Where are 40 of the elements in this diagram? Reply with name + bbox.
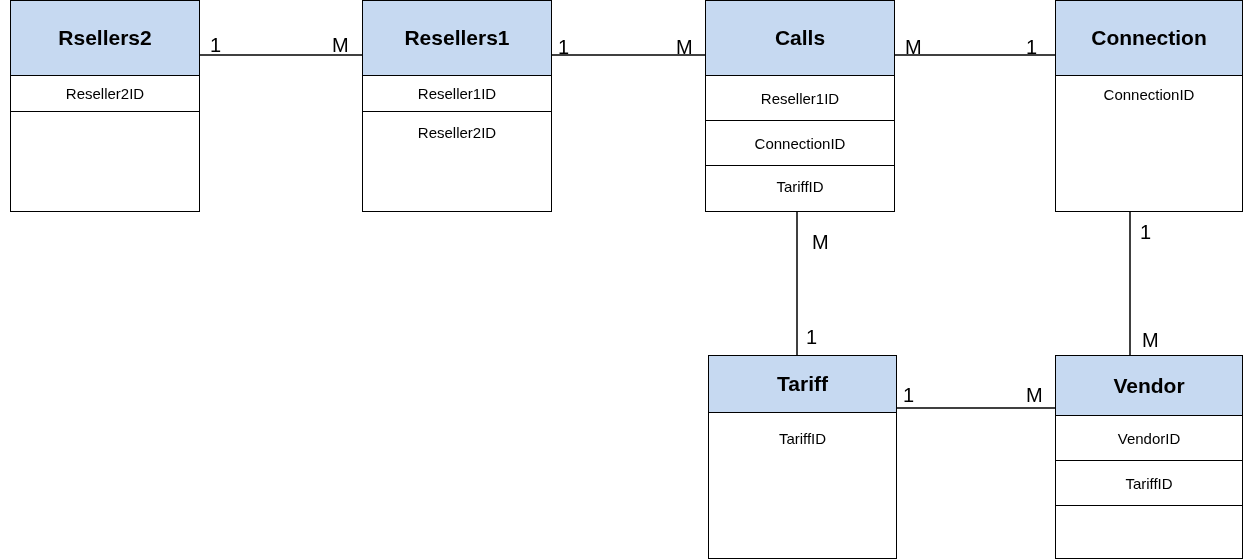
cardinality-label: 1 [806, 327, 818, 347]
field-name: Reseller2ID [417, 124, 497, 141]
entity-table [10, 0, 200, 212]
entity-table [362, 0, 552, 212]
cardinality-label: M [1026, 385, 1043, 405]
table-name: Rsellers2 [58, 26, 152, 50]
cardinality-label: 1 [558, 37, 570, 57]
cardinality-label: M [332, 35, 349, 55]
entity-table [1055, 0, 1243, 212]
cardinality-label: 1 [1140, 222, 1152, 242]
table-name: Connection [1091, 26, 1207, 50]
cardinality-label: 1 [1026, 37, 1038, 57]
field-name: TariffID [778, 429, 827, 447]
relationship-line [796, 211, 798, 356]
relationship-line [199, 54, 363, 56]
field-name: ConnectionID [1103, 85, 1195, 103]
field-name: TariffID [1125, 474, 1173, 492]
cardinality-label: M [812, 232, 829, 252]
cardinality-label: M [905, 37, 922, 57]
relationship-line [551, 54, 706, 56]
field-name: Reseller1ID [417, 85, 497, 102]
table-name: Calls [774, 26, 826, 50]
field-name: Reseller2ID [65, 85, 145, 102]
cardinality-label: 1 [903, 385, 915, 405]
field-name: ConnectionID [754, 134, 846, 152]
table-name: Resellers1 [404, 26, 510, 50]
relationship-line [896, 407, 1056, 409]
table-name: Tariff [777, 372, 828, 396]
field-name: TariffID [776, 177, 824, 195]
entity-table [1055, 355, 1243, 559]
relationship-line [894, 54, 1056, 56]
cardinality-label: M [1142, 330, 1159, 350]
relationship-line [1129, 211, 1131, 356]
cardinality-label: 1 [210, 35, 222, 55]
cardinality-label: M [676, 37, 693, 57]
table-name: Vendor [1113, 373, 1185, 398]
field-name: VendorID [1117, 429, 1181, 447]
entity-table [708, 355, 897, 559]
entity-table [705, 0, 895, 212]
field-name: Reseller1ID [760, 89, 840, 107]
